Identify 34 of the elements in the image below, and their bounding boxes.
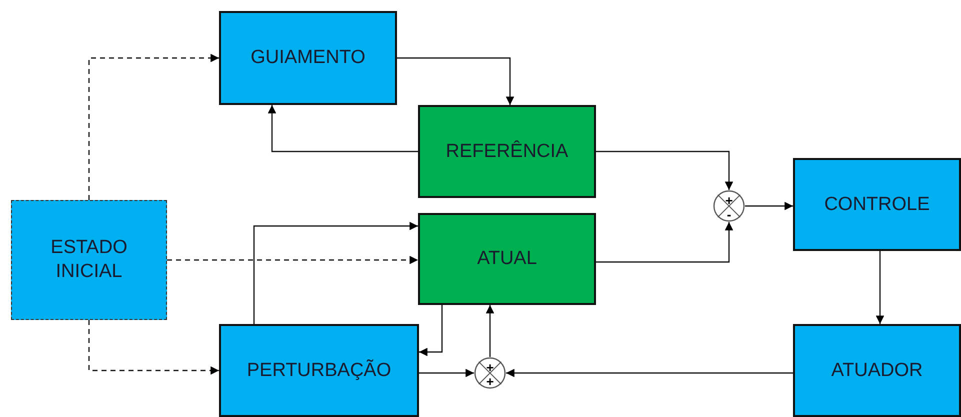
box-label: GUIAMENTO [250, 46, 366, 70]
process-box [11, 200, 167, 320]
arrow [596, 150, 734, 190]
process-box [418, 105, 596, 198]
sign-label: + [486, 361, 494, 374]
dashed-arrow [88, 54, 219, 200]
summing-junction [474, 357, 506, 389]
arrow [506, 368, 793, 378]
arrow [419, 368, 474, 378]
arrow [397, 57, 514, 105]
process-box [793, 158, 961, 251]
dashed-arrow [88, 320, 219, 375]
dashed-arrow [167, 256, 418, 264]
arrow [876, 251, 884, 324]
box-label: ATUAL [476, 247, 538, 271]
process-box [219, 11, 397, 105]
sign-label: - [726, 208, 732, 221]
summing-junction [713, 190, 745, 222]
box-label: REFERÊNCIA [444, 140, 570, 164]
process-box [219, 324, 419, 417]
arrow [486, 305, 494, 357]
arrow [745, 202, 793, 210]
arrow [419, 305, 443, 356]
sign-label: + [725, 194, 733, 207]
process-box [793, 324, 961, 417]
box-label: ESTADO INICIAL [50, 236, 128, 284]
box-label: PERTURBAÇÃO [246, 358, 392, 382]
arrow [268, 105, 418, 152]
box-label: ATUADOR [830, 358, 924, 382]
arrow [253, 222, 418, 324]
sign-label: + [486, 375, 494, 388]
process-box [418, 213, 596, 305]
box-label: CONTROLE [823, 192, 931, 216]
arrow [596, 222, 734, 263]
